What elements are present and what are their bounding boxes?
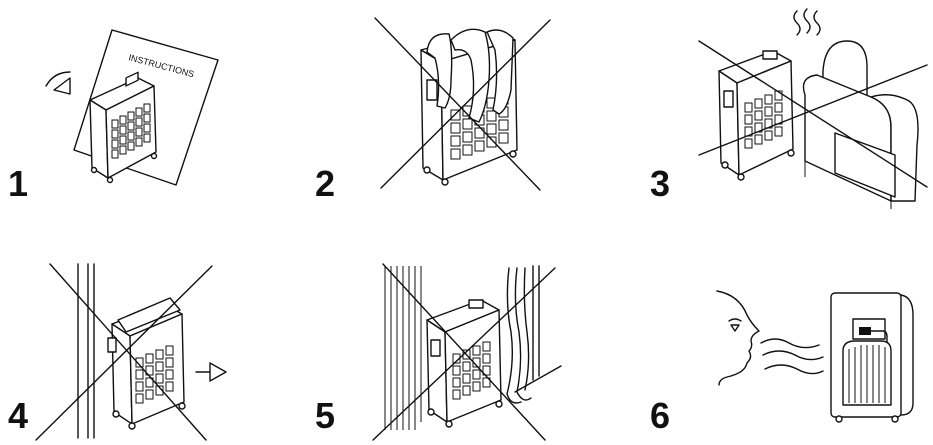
dehumidifier-unit [107,303,186,430]
panel-2-do-not-cover [374,17,551,191]
person-face [716,290,760,386]
step-number-1: 1 [8,163,29,204]
step-number-2: 2 [315,163,336,204]
step-number-6: 6 [650,395,671,436]
panel-6-odor-check [716,290,914,423]
airflow-lines [760,338,824,375]
eye-icon [45,71,71,95]
prohibited-cross [698,40,928,188]
airflow-arrow-icon [195,362,227,382]
wall [77,263,95,439]
dehumidifier-unit [89,71,158,184]
step-number-5: 5 [315,395,336,436]
panel-3-no-heat-source [698,8,928,209]
air-grille [848,345,886,403]
prohibited-cross [35,263,213,441]
curtain-left [384,266,422,430]
air-grille [135,345,174,404]
armchair [802,40,919,209]
panel-1-read-instructions: INSTRUCTIONS [45,29,219,186]
step-number-3: 3 [650,163,671,204]
towels-draped [426,28,514,123]
curtain-right [506,265,562,404]
prohibited-cross [372,263,556,441]
step-number-4: 4 [8,395,29,436]
heat-waves [793,8,821,36]
dehumidifier-unit [718,50,795,181]
dehumidifier-unit [426,299,503,428]
dehumidifier-unit [830,292,914,423]
panel-4-wall-clearance [35,263,227,441]
air-grille [111,103,151,159]
open-flap [117,297,181,333]
panel-5-curtain-clearance [372,263,562,441]
prohibited-cross [374,17,551,191]
